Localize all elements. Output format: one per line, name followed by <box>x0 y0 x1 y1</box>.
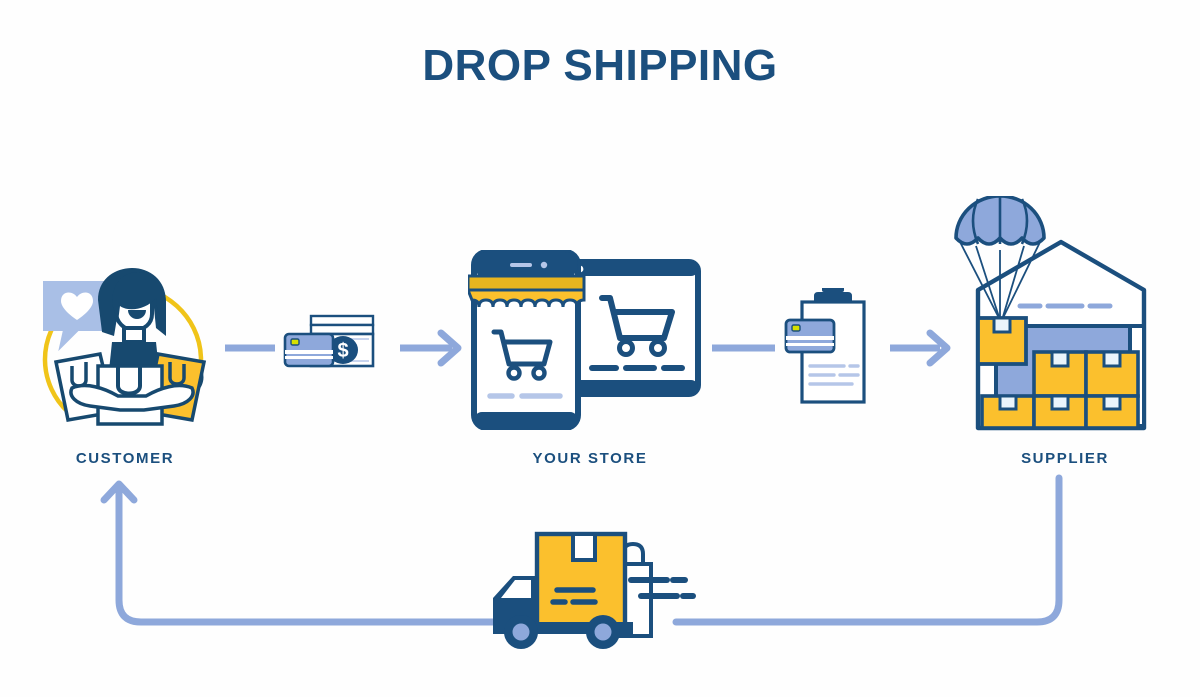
dollar-coin-icon: $ <box>328 336 358 364</box>
phone-store-screen <box>465 249 586 431</box>
dollar-sign-label: $ <box>337 340 348 362</box>
page-title: DROP SHIPPING <box>422 41 778 90</box>
parachute-icon <box>954 194 1046 321</box>
node-label-supplier: SUPPLIER <box>1021 450 1109 467</box>
warehouse-parachute-boxes-icon <box>948 194 1156 436</box>
shopping-cart-icon-small <box>491 329 553 381</box>
truck-wheels <box>504 615 620 649</box>
delivery-truck-with-package-icon <box>485 522 700 652</box>
clipboard-order-with-card-icon <box>782 284 882 408</box>
connector-return-path-supplier-to-customer <box>100 474 1063 626</box>
online-store-phone-tablet-icon <box>465 249 703 431</box>
connector-order-to-supplier <box>890 329 951 367</box>
parachute-package <box>976 316 1028 366</box>
customer-with-shopping-bags-icon <box>20 262 225 437</box>
speed-lines <box>628 577 696 599</box>
node-label-your-store: YOUR STORE <box>532 450 648 467</box>
credit-card-icon <box>784 318 836 354</box>
warehouse-boxes <box>980 350 1140 430</box>
connector-payment-to-store <box>400 329 462 367</box>
shopping-cart-icon-large <box>599 295 675 357</box>
node-label-customer: CUSTOMER <box>75 450 175 467</box>
credit-card-and-cash-icon: $ <box>283 310 393 380</box>
store-awning-icon <box>465 274 586 308</box>
credit-card-icon <box>283 332 335 368</box>
cargo-package <box>534 531 628 633</box>
